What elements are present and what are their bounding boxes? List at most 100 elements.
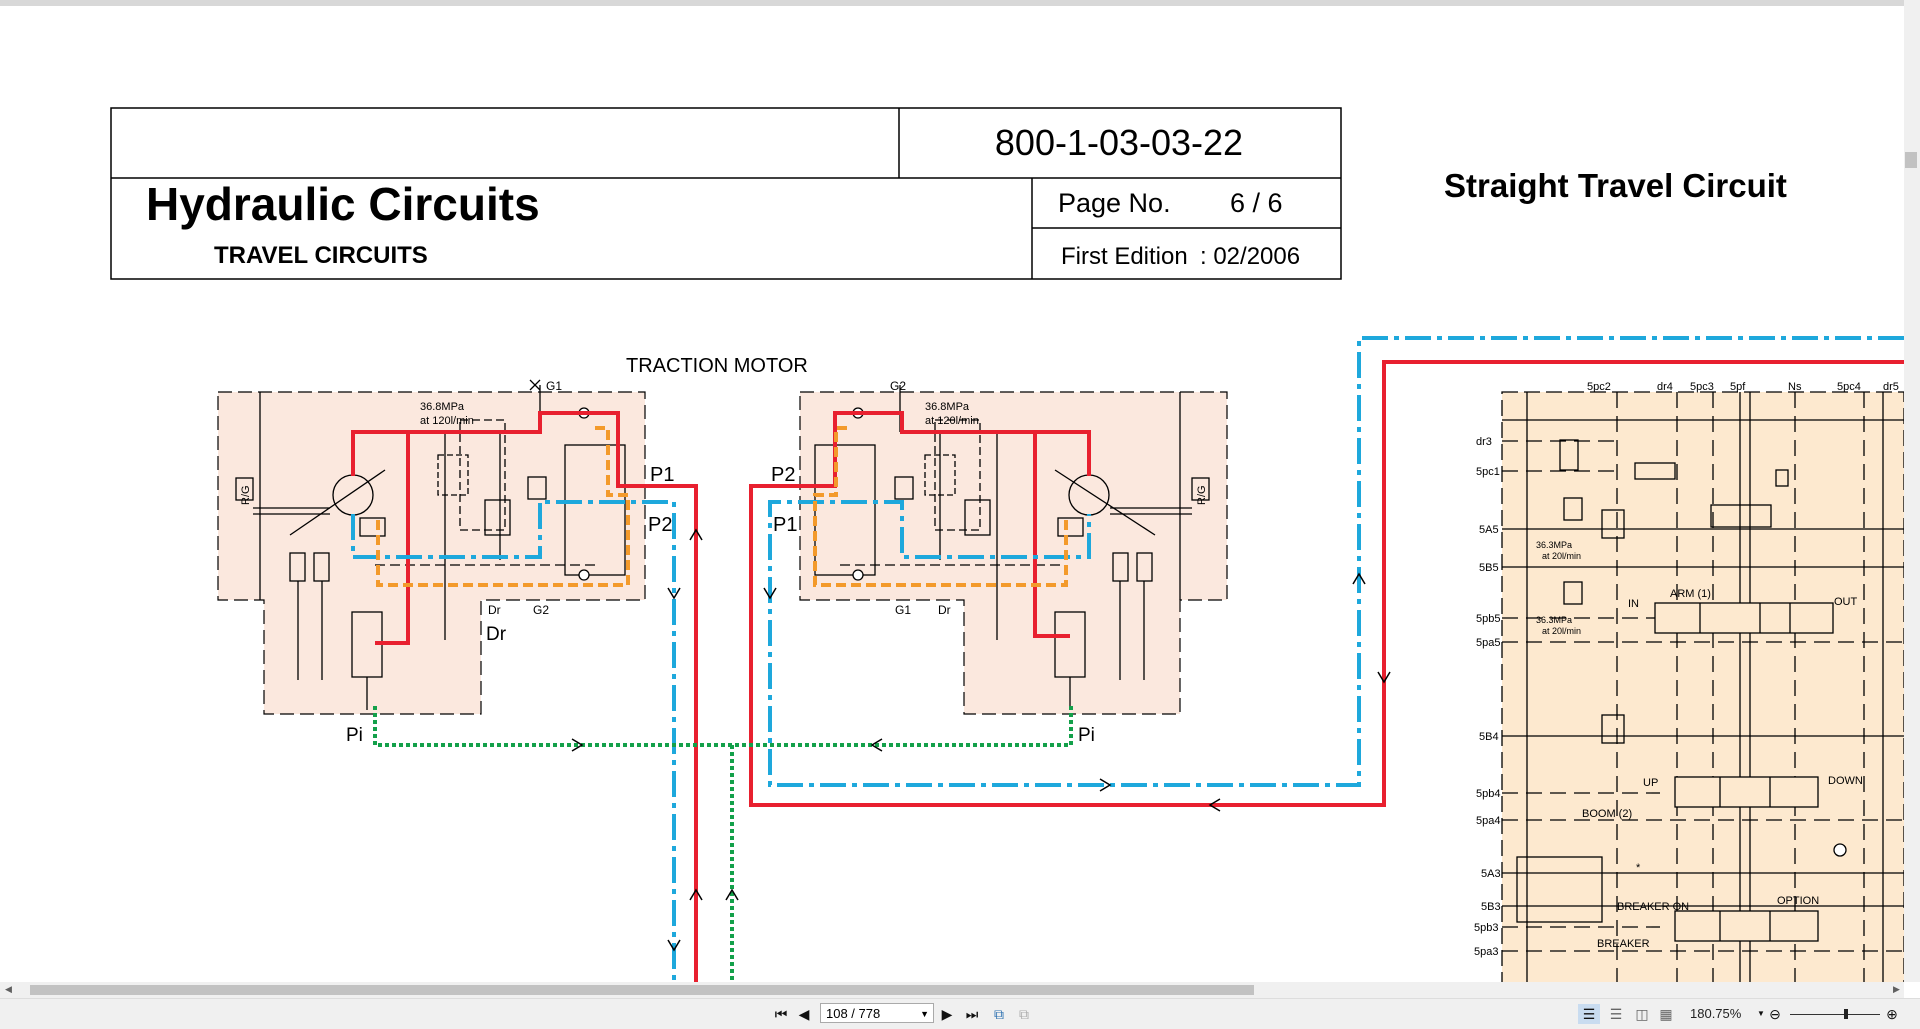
pilot-line <box>373 706 1073 747</box>
breaker-label: BREAKER <box>1597 938 1650 950</box>
previous-view-icon[interactable]: ⧉ <box>994 1006 1004 1022</box>
right-motor-panel <box>799 391 1228 715</box>
label-pi: Pi <box>1078 725 1095 746</box>
port-label: dr3 <box>1476 436 1492 448</box>
port-label: Ns <box>1788 381 1802 393</box>
chevron-down-icon[interactable]: ▼ <box>920 1009 929 1019</box>
port-label: 5pb3 <box>1474 922 1498 934</box>
page-number-field[interactable]: 108 / 778 ▼ <box>820 1003 934 1023</box>
label-dr: Dr <box>938 603 951 617</box>
right-drain-line <box>813 426 1068 587</box>
arm-out-label: OUT <box>1834 596 1858 608</box>
port-label: 5A3 <box>1481 868 1501 880</box>
edition-value: : 02/2006 <box>1200 243 1300 270</box>
port-label: dr5 <box>1883 381 1899 393</box>
vertical-scroll-thumb[interactable] <box>1905 152 1917 168</box>
port-label: 5pc1 <box>1476 466 1500 478</box>
circuit-lines <box>351 336 1904 982</box>
right-return-line <box>768 336 1904 787</box>
label-pi: Pi <box>346 725 363 746</box>
continuous-view-icon[interactable]: ☰ <box>1609 1006 1623 1022</box>
label-p2: P2 <box>771 464 795 486</box>
label-p1: P1 <box>773 514 797 536</box>
port-label: 5pc3 <box>1690 381 1714 393</box>
left-motor-panel <box>217 391 646 715</box>
last-page-icon[interactable]: ⏭ <box>965 1006 979 1022</box>
boom-down-label: DOWN <box>1828 775 1863 787</box>
traction-motor-label: TRACTION MOTOR <box>626 355 808 377</box>
port-label: 5pb4 <box>1476 788 1500 800</box>
left-drain-line <box>376 426 630 587</box>
scroll-left-icon[interactable]: ◀ <box>5 984 12 994</box>
page-no-value: 6 / 6 <box>1230 188 1283 218</box>
two-page-continuous-icon[interactable]: ▦ <box>1659 1006 1673 1022</box>
left-motor-labels: G1 36.8MPa at 120l/min P1 P2 Dr Dr G2 Pi… <box>240 379 674 746</box>
next-view-icon[interactable]: ⧉ <box>1019 1006 1029 1022</box>
boom-label: BOOM (2) <box>1582 808 1632 820</box>
doc-number: 800-1-03-03-22 <box>995 122 1243 163</box>
port-label: 5B3 <box>1481 901 1501 913</box>
label-rg: R/G <box>240 485 252 505</box>
label-g1: G1 <box>546 379 562 393</box>
label-dr-small: Dr <box>488 603 501 617</box>
right-motor-schematic <box>814 385 1210 710</box>
next-page-icon[interactable]: ▶ <box>941 1006 953 1022</box>
label-flow: at 120l/min <box>925 415 979 427</box>
control-valve-panel <box>1501 391 1904 982</box>
page-indicator: 108 / 778 <box>826 1006 881 1021</box>
label-flow: at 120l/min <box>420 415 474 427</box>
label-pressure: 36.8MPa <box>420 401 465 413</box>
port-label: 5pa5 <box>1476 637 1500 649</box>
port-label: 5B4 <box>1479 731 1499 743</box>
edition-label: First Edition <box>1061 243 1188 270</box>
label-p1: P1 <box>650 464 674 486</box>
title-block <box>110 107 1342 280</box>
page-no-label: Page No. <box>1058 188 1171 218</box>
right-motor-labels: G2 36.8MPa at 120l/min P2 P1 G1 Dr Pi R/… <box>771 379 1208 746</box>
note-mark: * <box>1636 862 1641 874</box>
label-g1: G1 <box>895 603 911 617</box>
label-rg: R/G <box>1196 485 1208 505</box>
port-label: 5pb5 <box>1476 613 1500 625</box>
horizontal-scroll-thumb[interactable] <box>30 985 1254 995</box>
flow-arrows <box>571 528 1391 952</box>
option-label: OPTION <box>1777 895 1819 907</box>
label-dr-large: Dr <box>486 624 507 645</box>
zoom-dropdown-icon[interactable]: ▼ <box>1757 1009 1765 1018</box>
label-pressure: 36.8MPa <box>925 401 970 413</box>
window-top-edge <box>0 0 1920 6</box>
label-g2: G2 <box>890 379 906 393</box>
scroll-right-icon[interactable]: ▶ <box>1893 984 1900 994</box>
relief-pressure-label: 36.3MPa <box>1536 540 1572 550</box>
valve-port-labels: dr3 5pc1 5A5 5B5 5pb5 5pa5 5B4 5pb4 5pa4… <box>1474 381 1899 958</box>
relief-pressure-label: 36.3MPa <box>1536 615 1572 625</box>
viewer-toolbar: ⏮ ◀ 108 / 778 ▼ ▶ ⏭ ⧉ ⧉ ☰ ☰ ◫ ▦ 180.75% … <box>0 998 1920 1029</box>
port-label: 5pc4 <box>1837 381 1861 393</box>
doc-subtitle: TRAVEL CIRCUITS <box>214 242 428 269</box>
arm-in-label: IN <box>1628 598 1639 610</box>
port-label: 5pa4 <box>1476 815 1500 827</box>
port-label: 5A5 <box>1479 524 1499 536</box>
boom-up-label: UP <box>1643 777 1658 789</box>
prev-page-icon[interactable]: ◀ <box>798 1006 810 1022</box>
hydraulic-diagram: 800-1-03-03-22 Hydraulic Circuits TRAVEL… <box>110 107 1904 982</box>
right-motor-feed-line <box>1033 432 1070 638</box>
label-g2: G2 <box>533 603 549 617</box>
zoom-level[interactable]: 180.75% <box>1690 1006 1742 1021</box>
doc-title: Hydraulic Circuits <box>146 178 540 230</box>
arm-label: ARM (1) <box>1670 588 1711 600</box>
two-page-view-icon[interactable]: ◫ <box>1635 1006 1649 1022</box>
relief-flow-label: at 20l/min <box>1542 626 1581 636</box>
zoom-in-icon[interactable]: ⊕ <box>1886 1006 1898 1022</box>
port-label: dr4 <box>1657 381 1673 393</box>
port-label: 5B5 <box>1479 562 1499 574</box>
zoom-slider-track[interactable] <box>1790 1014 1880 1015</box>
zoom-slider-thumb[interactable] <box>1844 1009 1848 1019</box>
vertical-scrollbar[interactable] <box>1904 0 1920 982</box>
single-page-view-icon[interactable]: ☰ <box>1578 1004 1600 1024</box>
left-high-pressure-line <box>351 411 698 982</box>
first-page-icon[interactable]: ⏮ <box>774 1006 788 1022</box>
port-label: 5pc2 <box>1587 381 1611 393</box>
zoom-out-icon[interactable]: ⊖ <box>1769 1006 1781 1022</box>
port-label: 5pa3 <box>1474 946 1498 958</box>
